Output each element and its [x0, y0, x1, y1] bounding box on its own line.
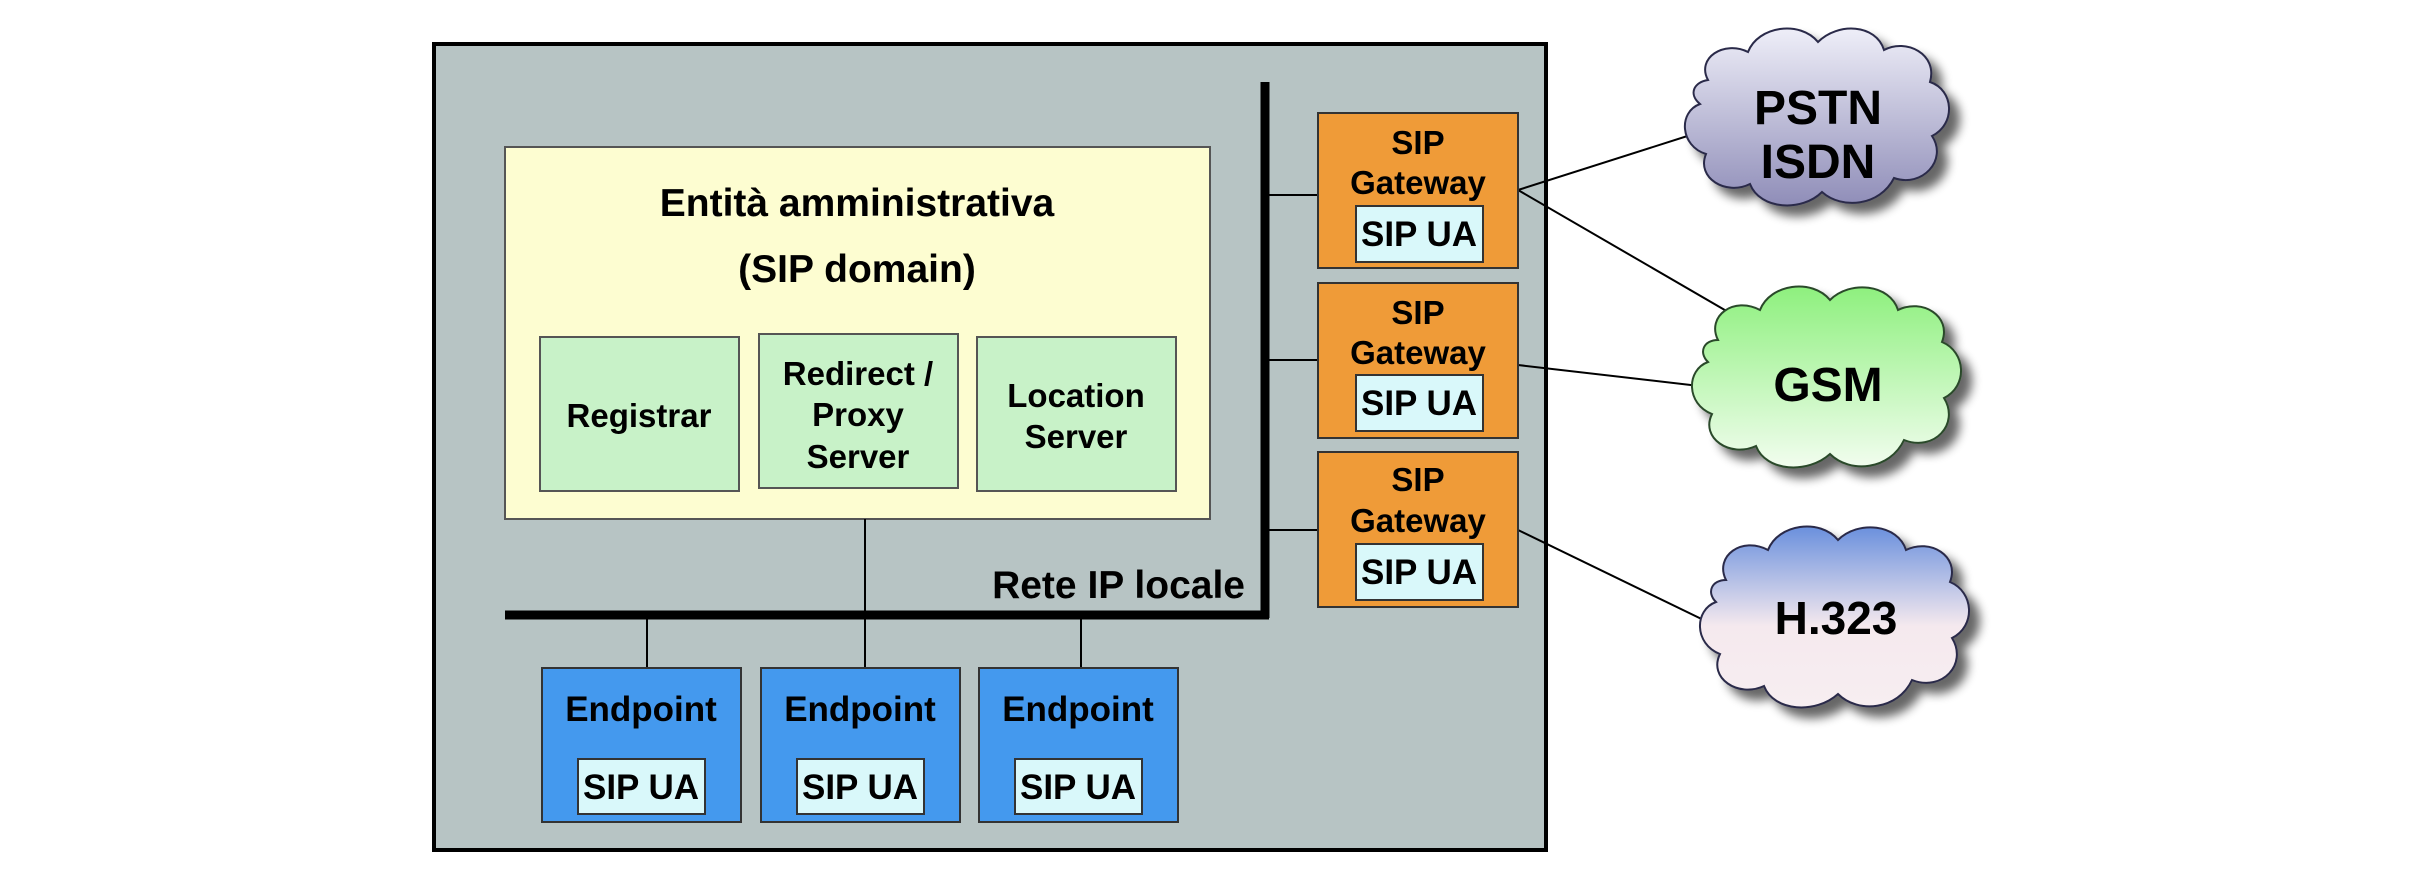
redirect-proxy-label-line1: Redirect / — [783, 355, 933, 392]
sip-gateway-1: SIP Gateway SIP UA — [1317, 112, 1519, 269]
endpoint-1-sip-ua: SIP UA — [583, 768, 699, 807]
location-server-box: Location Server — [976, 336, 1177, 492]
gateway-3-line2: Gateway — [1350, 502, 1486, 539]
redirect-proxy-label-line2: Proxy — [812, 396, 904, 433]
gateway-2-sip-ua-box — [1355, 374, 1484, 432]
endpoint-3-label: Endpoint — [1002, 690, 1154, 729]
location-server-label-line2: Server — [1025, 418, 1128, 455]
endpoint-3-sip-ua: SIP UA — [1020, 768, 1136, 807]
pstn-label: PSTN — [1754, 82, 1882, 135]
connector-lines — [646, 131, 1743, 668]
gateway-1-line2: Gateway — [1350, 164, 1486, 201]
endpoint-1-label: Endpoint — [565, 690, 717, 729]
registrar-label: Registrar — [567, 397, 712, 434]
gateway-1-sip-ua-box — [1355, 205, 1484, 263]
endpoint-1-sip-ua-box — [577, 758, 706, 815]
endpoint-2-label: Endpoint — [784, 690, 936, 729]
gateway-3-sip-ua-box — [1355, 543, 1484, 601]
h323-cloud: H.323 — [1699, 525, 1970, 709]
gateway-3-line1: SIP — [1391, 461, 1444, 498]
endpoint-2-sip-ua: SIP UA — [802, 768, 918, 807]
gateway-2-sip-ua: SIP UA — [1361, 384, 1477, 423]
gateway-2-line2: Gateway — [1350, 334, 1486, 371]
pstn-cloud-shape — [1684, 27, 1950, 207]
redirect-proxy-server-box: Redirect / Proxy Server — [758, 333, 959, 489]
endpoint-2-sip-ua-box — [796, 758, 925, 815]
location-server-label-line1: Location — [1007, 377, 1145, 414]
h323-label: H.323 — [1775, 592, 1898, 644]
registrar-box: Registrar — [539, 336, 740, 492]
h323-cloud-shape — [1699, 525, 1970, 709]
endpoint-2: Endpoint SIP UA — [760, 667, 961, 823]
sip-gateway-2: SIP Gateway SIP UA — [1317, 282, 1519, 439]
sip-gateway-3: SIP Gateway SIP UA — [1317, 451, 1519, 608]
endpoint-3-sip-ua-box — [1014, 758, 1143, 815]
redirect-proxy-label-line3: Server — [807, 438, 910, 475]
gateway-1-line1: SIP — [1391, 124, 1444, 161]
local-ip-network-label: Rete IP locale — [992, 564, 1245, 607]
gateway-3-sip-ua: SIP UA — [1361, 553, 1477, 592]
gateway-2-line1: SIP — [1391, 294, 1444, 331]
endpoint-1: Endpoint SIP UA — [541, 667, 742, 823]
domain-title-line2: (SIP domain) — [738, 248, 976, 291]
pstn-isdn-cloud: PSTN ISDN — [1684, 27, 1950, 207]
gsm-cloud: GSM — [1691, 285, 1962, 469]
gsm-cloud-shape — [1691, 285, 1962, 469]
isdn-label: ISDN — [1761, 136, 1876, 189]
endpoint-3: Endpoint SIP UA — [978, 667, 1179, 823]
gateway-1-sip-ua: SIP UA — [1361, 215, 1477, 254]
domain-title-line1: Entità amministrativa — [660, 182, 1055, 225]
gsm-label: GSM — [1773, 359, 1882, 412]
